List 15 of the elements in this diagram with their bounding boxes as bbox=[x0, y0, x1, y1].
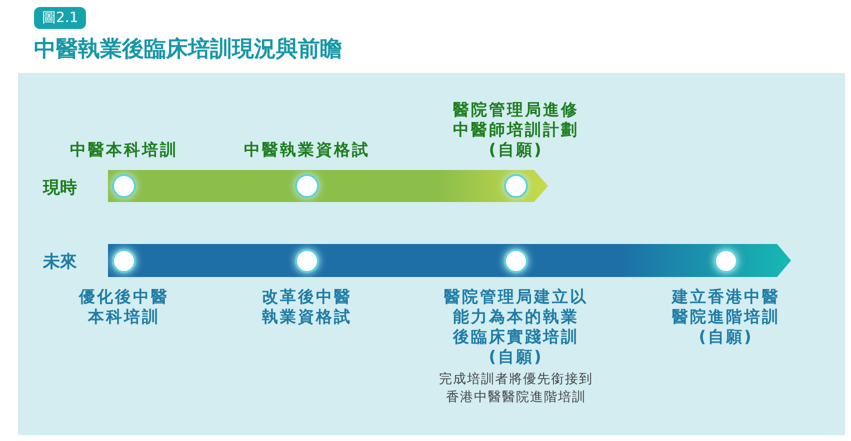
milestone-note: (自願) bbox=[488, 346, 544, 366]
row-label: 未來 bbox=[43, 251, 77, 273]
milestone-note: (自願) bbox=[698, 326, 754, 346]
footnote-text: 完成培訓者將優先銜接到香港中醫醫院進階培訓 bbox=[438, 370, 594, 406]
milestone-note: (自願) bbox=[488, 140, 544, 160]
diagram-title: 中醫執業後臨床培訓現況與前瞻 bbox=[34, 36, 342, 64]
figure-number: 圖2.1 bbox=[34, 7, 86, 29]
milestone-label: 醫院管理局進修中醫師培訓計劃 bbox=[452, 100, 580, 140]
milestone-label: 中醫執業資格試 bbox=[244, 140, 370, 160]
milestone-label: 優化後中醫本科培訓 bbox=[78, 286, 170, 326]
milestone-label: 改革後中醫執業資格試 bbox=[261, 286, 353, 326]
milestone-label: 建立香港中醫醫院進階培訓 bbox=[670, 286, 781, 326]
milestone-label: 醫院管理局建立以能力為本的執業後臨床實踐培訓 bbox=[443, 286, 589, 346]
row-label: 現時 bbox=[43, 177, 77, 199]
milestone-label: 中醫本科培訓 bbox=[70, 140, 178, 160]
